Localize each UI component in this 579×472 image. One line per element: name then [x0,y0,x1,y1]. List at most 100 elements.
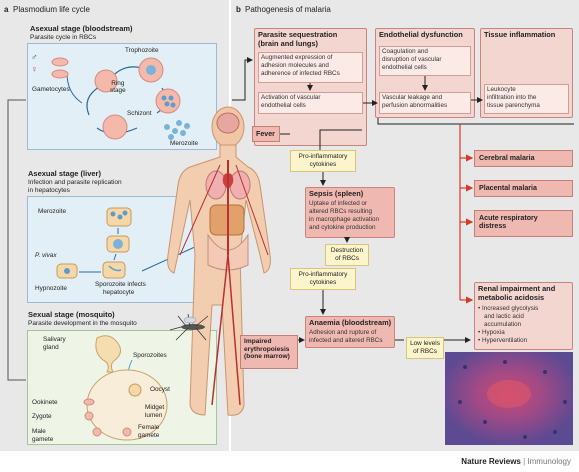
sporozoites-label: Sporozoites [133,352,167,359]
proinflammatory-1-line-1: Pro-inflammatory [298,153,348,160]
p-vivax-label: P. vivax [35,252,57,259]
coagulation-box [379,46,471,76]
adhesion-line-1: Augmented expression of [261,54,333,61]
salivary-label: Salivary [43,336,66,343]
blood-stage-subtitle: Parasite cycle in RBCs [30,34,97,41]
renal-box [474,282,573,350]
male-label: Male [32,428,46,435]
panel-b-title: Pathogenesis of malaria [245,5,331,14]
leakage-line-2: perfusion abnormalities [382,102,448,109]
trophozoite-label: Trophozoite [125,47,159,54]
proinflammatory-1-line-2: cytokines [309,160,337,168]
destruction-box: Destruction of RBCs [325,244,369,266]
destruction-line-1: Destruction [330,247,364,254]
mosquito-icon [169,313,209,341]
liver-cycle-diagram [56,207,198,279]
renal-title-1: Renal impairment and [478,284,556,293]
mosquito-stage-subtitle: Parasite development in the mosquito [28,320,137,327]
human-body-illustration [167,106,271,416]
liver-stage-subtitle-2: in hepatocytes [28,187,70,194]
respiratory-line-1: Acute respiratory [479,214,538,222]
hypnozoite-label: Hypnozoite [35,285,67,292]
adhesion-line-3: adherence of infected RBCs [261,70,340,77]
midget-label: Midget [145,404,165,411]
merozoite-label-liver: Merozoite [38,208,67,215]
anaemia-line-2: infected and altered RBCs [309,337,383,344]
blood-cycle-diagram [51,57,190,140]
respiratory-line-2: distress [479,222,507,231]
sporozoite-infects-label: Sporozoite infects [95,281,146,288]
male-gamete-label: gamete [32,436,54,443]
female-label: Female [138,424,160,431]
panel-a-cycle-arrows [7,99,26,381]
proinflammatory-box-1: Pro-inflammatory cytokines [290,150,356,172]
adhesion-box [258,52,363,83]
low-levels-line-2: of RBCs [413,347,437,355]
journal-section: Immunology [527,457,571,466]
journal-name: Nature Reviews [461,457,521,466]
sepsis-line-4: and cytokine production [309,224,376,231]
hepatocyte-label: hepatocyte [103,289,135,296]
inflammation-header: Tissue inflammation [484,30,556,39]
proinflammatory-2-line-1: Pro-inflammatory [298,271,348,278]
schizont-label: Schizont [127,110,152,117]
oocyst-label: Oocyst [150,386,170,393]
female-gamete-label: gamete [138,432,160,439]
panel-b-letter: b [236,5,241,14]
adhesion-line-2: adhesion molecules and [261,62,329,69]
activation-box [258,92,363,114]
mosquito-stage-title: Sexual stage (mosquito) [28,310,115,319]
impaired-line-1: Impaired [244,338,272,345]
lumen-label: lumen [145,412,163,419]
zygote-label: Zygote [32,413,52,420]
gland-label: gland [43,344,59,351]
endothelial-header: Endothelial dysfunction [379,30,463,39]
low-levels-line-1: Low levels [410,340,440,347]
blood-stage-title: Asexual stage (bloodstream) [30,24,133,33]
female-symbol: ♀ [31,64,38,74]
sepsis-line-2: altered RBCs resulting [309,208,372,215]
leukocyte-line-3: tissue parenchyma [487,102,540,109]
anaemia-box [305,316,395,348]
merozoite-label-blood: Merozoite [170,140,199,147]
leakage-line-1: Vascular leakage and [382,94,443,101]
impaired-line-3: (bone marrow) [244,353,290,361]
renal-item-1: • Increased glycolysis [478,305,539,312]
sepsis-line-3: in macrophage activation [309,216,380,223]
renal-item-3: accumulation [484,321,522,328]
gametocytes-label: Gametocytes [32,86,70,93]
leukocyte-line-2: infiltration into the [487,94,537,101]
coagulation-line-1: Coagulation and [382,48,428,55]
liver-stage-subtitle-1: Infection and parasite replication [28,179,122,186]
destruction-line-2: of RBCs [335,254,359,262]
sepsis-box [305,187,395,238]
activation-line-1: Activation of vascular [261,94,321,101]
sepsis-header: Sepsis (spleen) [309,189,364,198]
proinflammatory-2-line-2: cytokines [309,278,337,286]
leakage-box [379,92,471,114]
panel-a-title: Plasmodium life cycle [13,5,90,14]
activation-line-2: endothelial cells [261,102,306,109]
renal-item-2: and lactic acid [484,313,524,320]
footer-journal: Nature Reviews | Immunology [461,457,571,466]
anaemia-header: Anaemia (bloodstream) [309,318,392,327]
coagulation-line-2: disruption of vascular [382,56,442,63]
leukocyte-box [484,84,569,114]
renal-item-5: • Hyperventilation [478,337,528,344]
panel-a-letter: a [4,5,9,14]
leukocyte-line-1: Leukocyte [487,86,516,93]
impaired-line-2: erythropoiesis [244,345,290,353]
footer-bar [0,451,579,472]
male-symbol: ♂ [31,52,38,62]
proinflammatory-box-2: Pro-inflammatory cytokines [290,268,356,290]
mosquito-diagram [83,335,168,441]
impaired-erythropoiesis-box: Impaired erythropoiesis (bone marrow) [240,335,298,369]
histology-micrograph [445,352,573,445]
cerebral-malaria-box: Cerebral malaria [474,150,573,167]
placental-malaria-box: Placental malaria [474,180,573,197]
low-levels-box: Low levels of RBCs [406,337,444,359]
anaemia-line-1: Adhesion and rupture of [309,329,377,336]
renal-title-2: metabolic acidosis [478,293,545,302]
renal-item-4: • Hypoxia [478,329,505,336]
